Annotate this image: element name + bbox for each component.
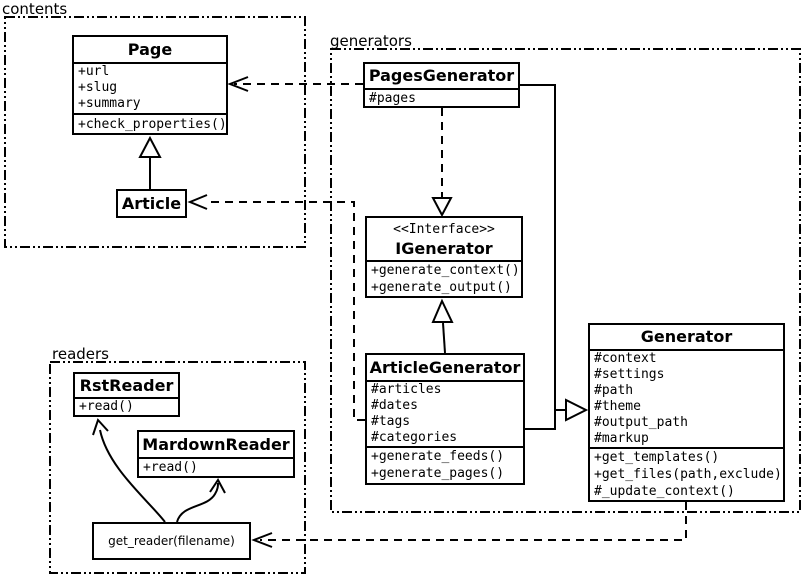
class-rstreader-title: RstReader <box>79 376 174 395</box>
class-pagesgenerator: PagesGenerator #pages <box>363 62 520 108</box>
class-mardownreader: MardownReader +read() <box>137 430 295 478</box>
class-generator-attribute: #path <box>594 383 634 398</box>
class-page-attribute: +slug <box>78 80 118 95</box>
class-pagesgenerator-title: PagesGenerator <box>368 66 515 85</box>
edge-articlegenerator-generator-line <box>525 409 566 430</box>
class-page-attribute: +url <box>78 64 110 79</box>
class-generator-attribute: #markup <box>594 431 649 446</box>
edge-getreader-mardownreader-arrowhead-icon <box>209 478 226 494</box>
class-articlegenerator: ArticleGenerator #articles #dates #tags … <box>365 353 525 485</box>
edge-articlegenerator-igenerator-line <box>442 322 446 354</box>
class-page-title: Page <box>127 40 173 59</box>
class-pagesgenerator-attribute: #pages <box>369 91 416 106</box>
class-articlegenerator-method: +generate_feeds() <box>371 449 505 464</box>
class-articlegenerator-attribute: #articles <box>371 382 442 397</box>
class-articlegenerator-title: ArticleGenerator <box>369 358 521 377</box>
class-generator-attribute: #output_path <box>594 415 688 430</box>
class-igenerator-stereotype: <<Interface>> <box>393 222 495 237</box>
edge-getreader-rstreader-arrowhead-icon <box>92 418 109 436</box>
edge-generator-getreader-arrowhead-icon <box>251 532 273 548</box>
class-article: Article <box>116 189 187 218</box>
edge-articlegenerator-igenerator-triangle-icon <box>431 298 454 323</box>
edge-pagesgenerator-generator-line <box>520 84 556 410</box>
class-rstreader-method: +read() <box>79 399 134 414</box>
class-generator-method: +get_files(path,exclude) <box>594 467 782 482</box>
edge-generator-getreader-line <box>260 502 687 541</box>
class-generator-attribute: #settings <box>594 367 665 382</box>
class-igenerator: <<Interface>> IGenerator +generate_conte… <box>365 216 523 298</box>
edge-article-page-triangle-icon <box>138 135 162 158</box>
class-igenerator-method: +generate_context() <box>371 263 520 278</box>
class-generator: Generator #context #settings #path #them… <box>588 323 785 502</box>
class-igenerator-method: +generate_output() <box>371 280 512 295</box>
class-mardownreader-title: MardownReader <box>142 435 290 454</box>
class-articlegenerator-attribute: #tags <box>371 414 411 429</box>
class-page: Page +url +slug +summary +check_properti… <box>72 35 228 135</box>
class-page-attribute: +summary <box>78 96 141 111</box>
package-contents-border <box>4 16 306 248</box>
class-articlegenerator-method: +generate_pages() <box>371 466 505 481</box>
package-label-contents: contents <box>2 0 68 18</box>
edge-getreader-rstreader-curve <box>99 429 166 523</box>
edge-generator-inheritance-triangle-icon <box>565 398 589 422</box>
class-generator-method: +get_templates() <box>594 450 720 465</box>
package-label-generators: generators <box>330 32 412 50</box>
package-label-readers: readers <box>52 345 109 363</box>
edge-pagesgenerator-page-arrowhead-icon <box>227 76 249 92</box>
class-mardownreader-method: +read() <box>143 460 198 475</box>
class-articlegenerator-attribute: #categories <box>371 430 458 445</box>
edge-articlegenerator-article-arrowhead-icon <box>187 194 208 210</box>
edge-articlegenerator-article-line <box>208 201 365 421</box>
function-get-reader: get_reader(filename) <box>92 522 251 560</box>
class-article-title: Article <box>121 194 182 213</box>
class-rstreader: RstReader +read() <box>73 372 180 417</box>
class-generator-method: #_update_context() <box>594 484 735 499</box>
class-igenerator-title: IGenerator <box>395 239 493 258</box>
edge-pagesgenerator-igenerator-triangle-icon <box>431 197 453 218</box>
class-articlegenerator-attribute: #dates <box>371 398 418 413</box>
class-generator-attribute: #theme <box>594 399 641 414</box>
class-page-method: +check_properties() <box>78 117 226 132</box>
class-generator-attribute: #context <box>594 351 657 366</box>
package-generators-border <box>330 48 801 513</box>
class-generator-title: Generator <box>640 327 733 346</box>
edge-getreader-mardownreader-curve <box>176 482 219 523</box>
package-readers-border <box>49 361 306 574</box>
